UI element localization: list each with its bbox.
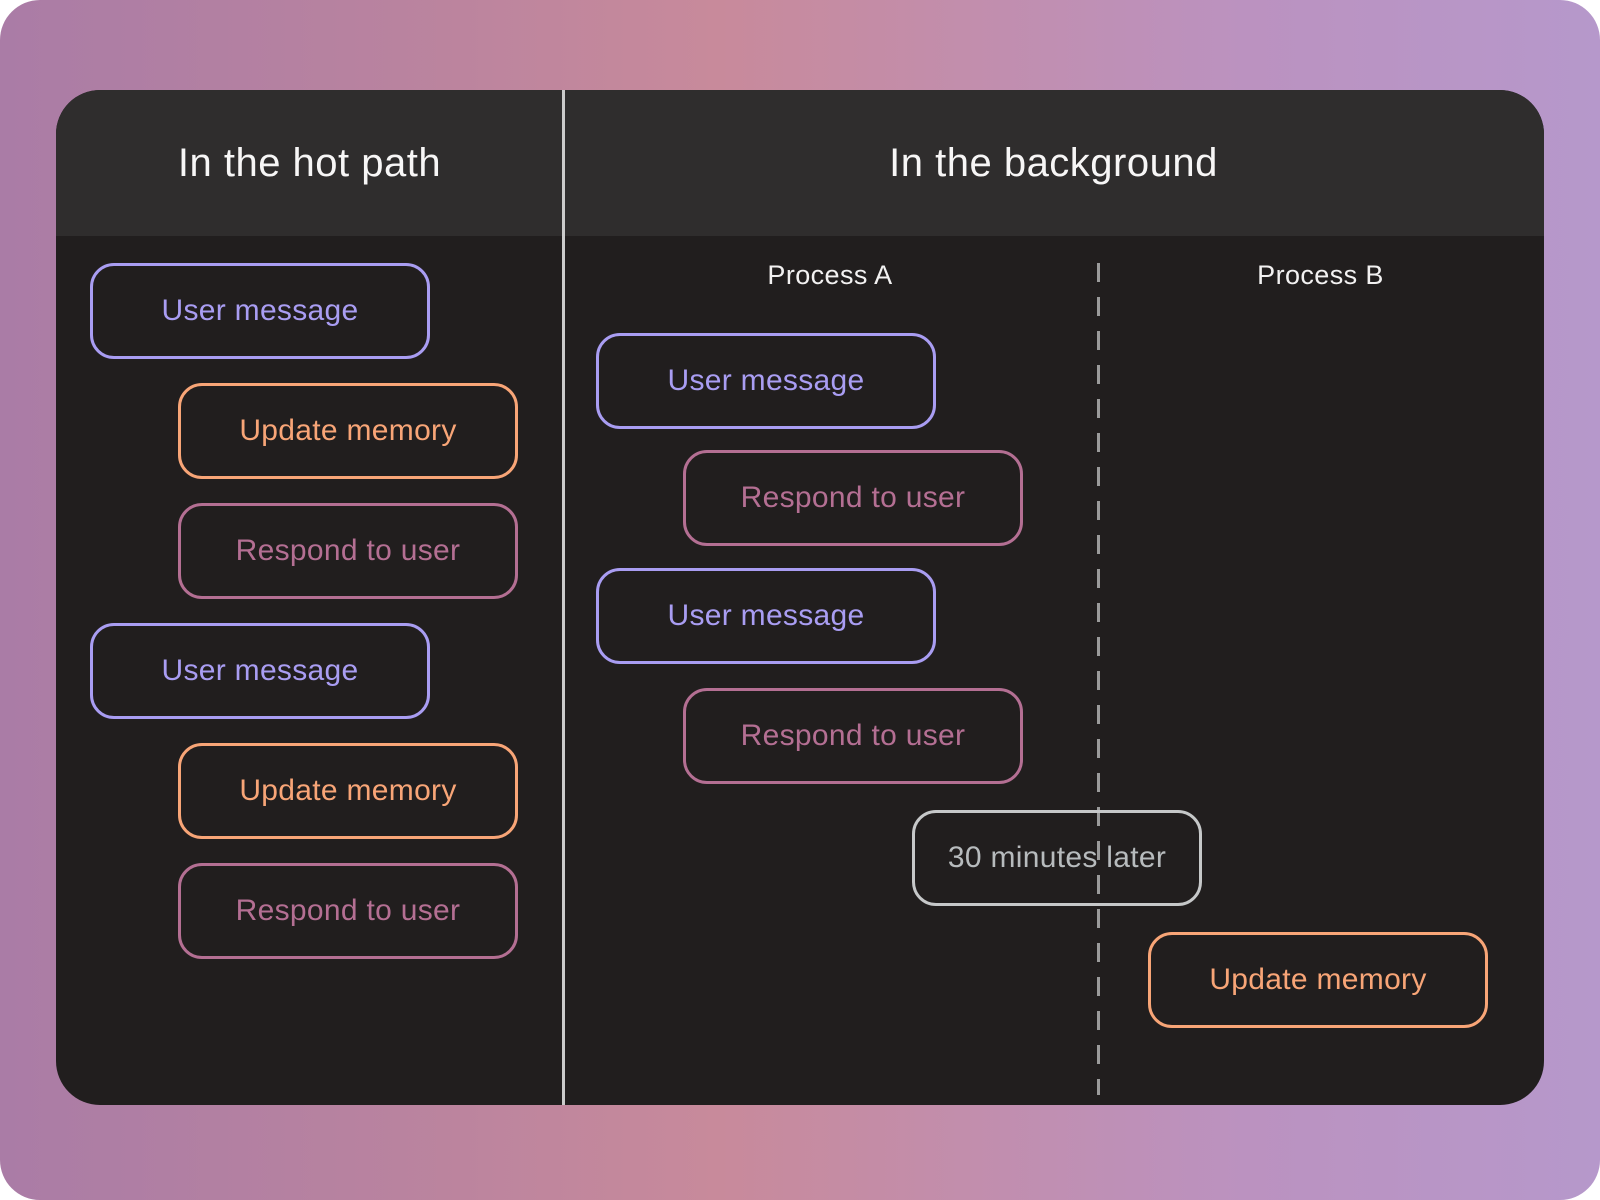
panel-header: In the hot path In the background	[56, 90, 1544, 236]
background-title: In the background	[889, 140, 1218, 185]
process-divider-dashed-line	[1097, 263, 1100, 1095]
user-message-box: User message	[90, 623, 430, 719]
user-message-box: User message	[90, 263, 430, 359]
respond-to-user-box: Respond to user	[178, 863, 518, 959]
diagram-panel: In the hot path In the background Proces…	[56, 90, 1544, 1105]
time-note-box: 30 minutes later	[912, 810, 1202, 906]
update-memory-box: Update memory	[1148, 932, 1488, 1028]
user-message-box: User message	[596, 333, 936, 429]
update-memory-box: Update memory	[178, 743, 518, 839]
process-a-label: Process A	[767, 260, 893, 290]
respond-to-user-box: Respond to user	[683, 688, 1023, 784]
update-memory-box: Update memory	[178, 383, 518, 479]
section-divider-line	[562, 90, 565, 1105]
hot-path-title: In the hot path	[177, 140, 442, 185]
process-b-label: Process B	[1257, 260, 1384, 290]
respond-to-user-box: Respond to user	[683, 450, 1023, 546]
user-message-box: User message	[596, 568, 936, 664]
respond-to-user-box: Respond to user	[178, 503, 518, 599]
